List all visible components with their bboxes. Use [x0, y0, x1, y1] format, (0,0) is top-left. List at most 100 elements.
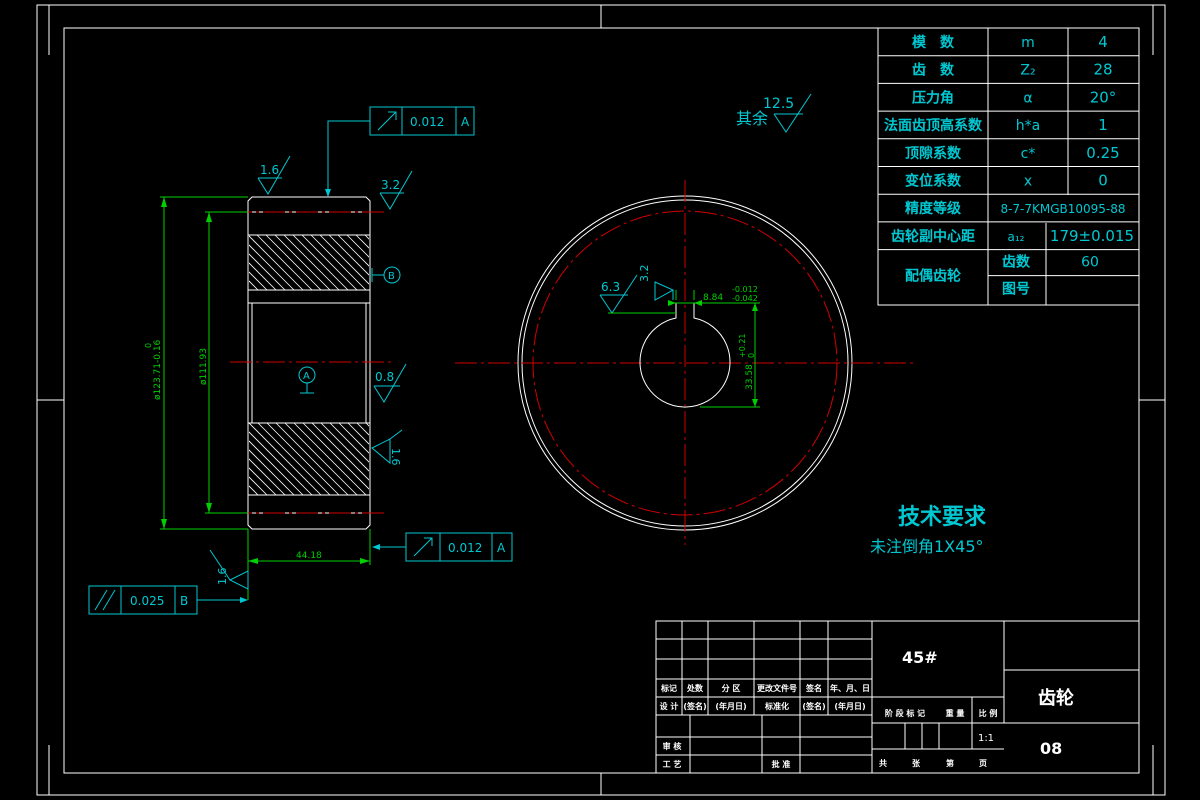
hatch-line — [310, 235, 367, 290]
hatch-line — [338, 423, 369, 454]
svg-text:1.6: 1.6 — [260, 163, 279, 177]
hatch-upper — [249, 235, 369, 290]
hatch-line — [337, 235, 369, 267]
hatch-line — [249, 262, 277, 290]
svg-text:0.012: 0.012 — [410, 115, 444, 129]
drawing-no: 08 — [1040, 739, 1062, 758]
hatch-line — [275, 423, 349, 495]
sheet-label: 页 — [979, 759, 987, 768]
hatch-line — [249, 280, 259, 290]
hatch-line — [249, 271, 268, 290]
svg-text:1.6: 1.6 — [216, 568, 229, 586]
sheet-label: 共 — [879, 758, 887, 768]
hatch-line — [249, 235, 304, 290]
hatch-line — [265, 235, 322, 290]
hatch-line — [249, 458, 286, 495]
param-value: 20° — [1090, 88, 1117, 106]
svg-text:0.012: 0.012 — [448, 541, 482, 555]
rev-header: 签名 — [805, 683, 822, 693]
svg-text:12.5: 12.5 — [763, 96, 794, 112]
param-sub-label: 齿数 — [1002, 254, 1031, 271]
param-sub-value: 60 — [1081, 255, 1099, 271]
param-symbol: a₁₂ — [1008, 230, 1025, 244]
hatch-line — [249, 467, 277, 495]
hatch-line — [301, 235, 358, 290]
design-cell: 设 计 — [660, 701, 679, 711]
hatch-line — [249, 449, 295, 495]
param-symbol: m — [1021, 35, 1035, 51]
param-symbol: α — [1023, 90, 1032, 106]
param-label: 精度等级 — [905, 200, 962, 217]
scale-value: 1:1 — [978, 733, 994, 744]
roughness-face: 1.6 — [209, 549, 249, 590]
param-label: 压力角 — [912, 89, 954, 106]
section-view: ø123.71-0.16 0 ø111.93 44.18 A — [88, 106, 513, 615]
param-label: 法面齿顶高系数 — [884, 117, 983, 134]
param-value: 179±0.015 — [1050, 227, 1134, 245]
roughness-keyway: 6.3 3.2 — [599, 265, 676, 314]
design-cell: 标准化 — [764, 701, 789, 711]
param-value: 4 — [1098, 33, 1108, 51]
param-value: 8-7-7KMGB10095-88 — [1000, 202, 1125, 216]
param-symbol: h*a — [1016, 118, 1040, 134]
hatch-line — [284, 423, 358, 495]
width-label: 44.18 — [296, 551, 322, 561]
svg-text:3.2: 3.2 — [638, 265, 651, 283]
hatch-line — [347, 423, 369, 445]
param-label: 配偶齿轮 — [905, 268, 961, 285]
param-value: 0.25 — [1086, 144, 1119, 162]
hatch-line — [346, 235, 369, 258]
svg-text:1.6: 1.6 — [389, 448, 402, 466]
hatch-line — [266, 423, 340, 495]
keyway-bore — [639, 302, 731, 408]
svg-text:3.2: 3.2 — [381, 178, 400, 192]
design-cell: (年月日) — [715, 701, 746, 711]
hatch-line — [355, 235, 369, 249]
hatch-line — [274, 235, 331, 290]
root-dia-label: ø111.93 — [199, 348, 209, 385]
param-value: 28 — [1093, 61, 1112, 79]
hatch-lower — [249, 423, 369, 495]
param-label: 齿轮副中心距 — [891, 228, 975, 245]
dim-outer-dia: ø123.71-0.16 0 — [144, 196, 248, 530]
dim-keyway-depth: 33.58 +0.21 0 — [694, 302, 760, 408]
roughness-right-low: 1.6 — [371, 429, 403, 466]
design-cell: (签名) — [802, 701, 825, 711]
svg-text:B: B — [388, 271, 395, 282]
hatch-line — [319, 235, 369, 285]
tolerance-runout-bottom: 0.012 A — [372, 532, 513, 562]
part-name: 齿轮 — [1038, 687, 1074, 709]
param-value: 0 — [1098, 172, 1108, 190]
tolerance-parallel: 0.025 B — [88, 585, 248, 615]
tech-req-line1: 未注倒角1X45° — [870, 537, 984, 556]
hatch-line — [249, 244, 295, 290]
hatch-line — [329, 423, 369, 463]
hatch-line — [283, 235, 340, 290]
design-cell: (年月日) — [834, 701, 865, 711]
svg-text:A: A — [497, 541, 506, 555]
rev-header: 分 区 — [722, 683, 741, 693]
hatch-line — [293, 423, 367, 495]
datum-b: B — [371, 266, 401, 284]
svg-text:0: 0 — [747, 353, 756, 358]
svg-text:-0.012: -0.012 — [732, 285, 758, 294]
param-sub-label: 图号 — [1002, 282, 1030, 298]
hatch-line — [320, 423, 369, 472]
roughness-rest: 其余 12.5 — [736, 93, 812, 133]
section-outline — [247, 196, 371, 530]
stage-header: 阶 段 标 记 — [885, 708, 925, 718]
drawing-frame — [36, 4, 1166, 796]
hatch-line — [302, 423, 369, 490]
hatch-line — [249, 485, 259, 495]
hatch-line — [256, 235, 313, 290]
hatch-line — [249, 476, 268, 495]
hatch-line — [292, 235, 349, 290]
tolerance-runout-top: 0.012 A — [325, 106, 475, 197]
hatch-line — [311, 423, 369, 481]
svg-text:-0.042: -0.042 — [732, 294, 758, 303]
hatch-line — [249, 494, 250, 495]
outer-dia-label: ø123.71-0.16 — [153, 339, 163, 400]
svg-text:+0.21: +0.21 — [738, 333, 747, 358]
svg-text:8.84: 8.84 — [703, 293, 723, 303]
